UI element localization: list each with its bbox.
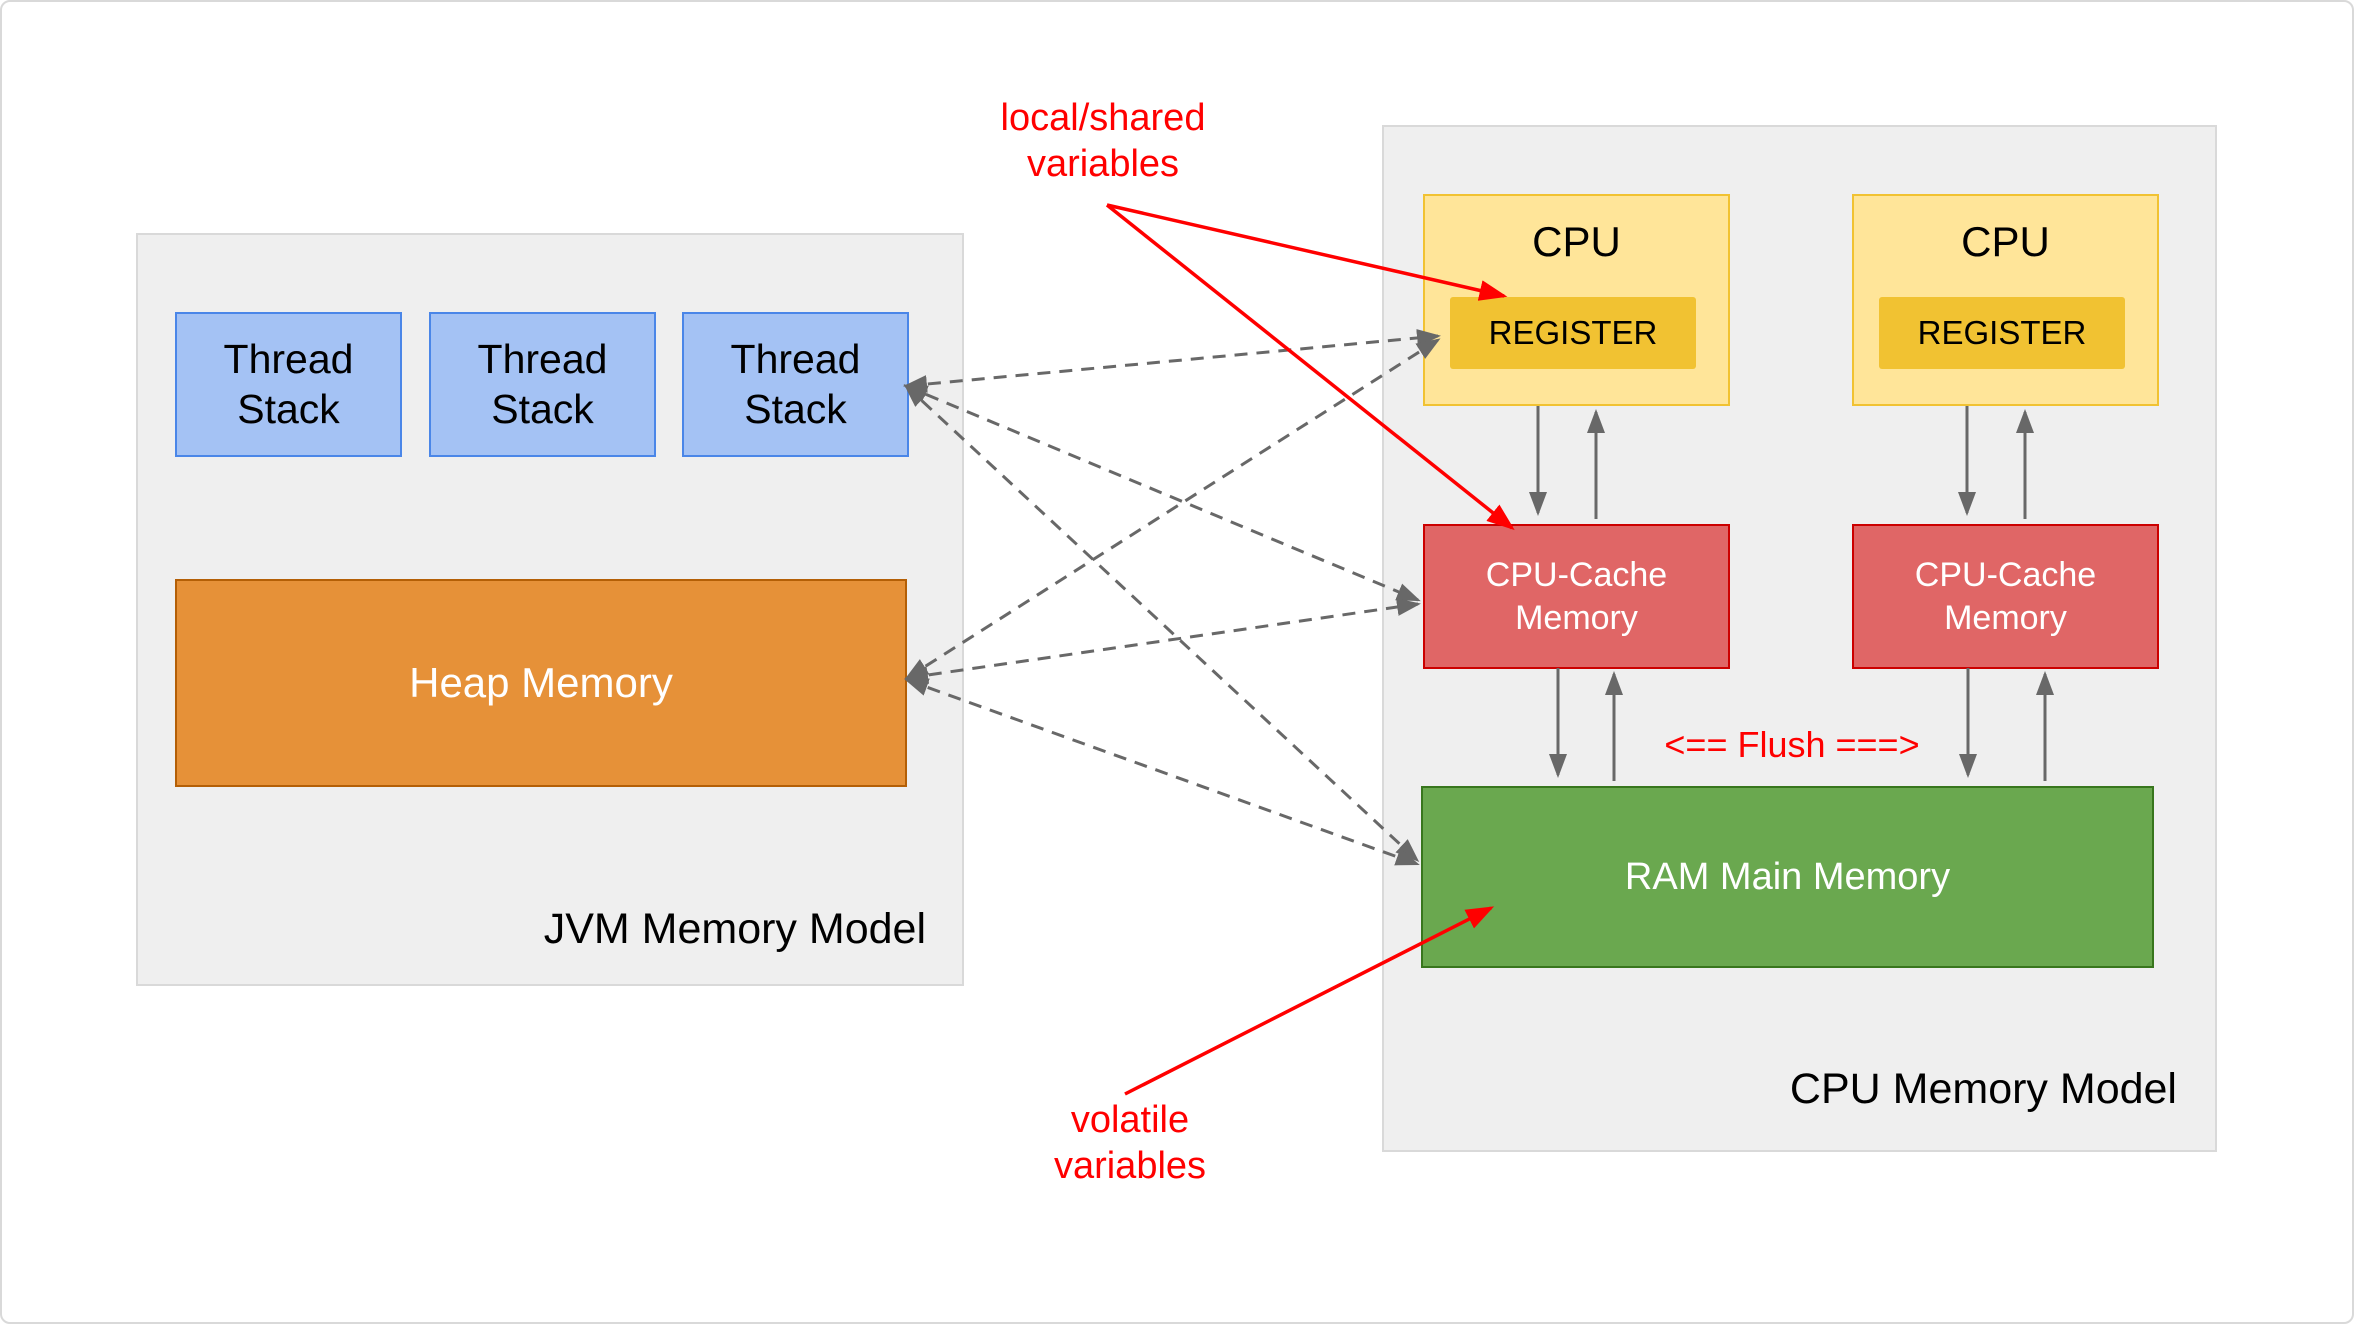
- dashed-arrow-threadstack-ram: [903, 383, 1420, 863]
- cpu-label: CPU: [1532, 218, 1621, 265]
- dashed-arrow-threadstack-register: [903, 329, 1441, 393]
- cpu-panel-title: CPU Memory Model: [1789, 1065, 2177, 1113]
- thread-stack-label: Thread Stack: [223, 336, 354, 432]
- local-shared-variables-note: local/shared variables: [942, 96, 1264, 187]
- heap-memory-label: Heap Memory: [409, 659, 673, 706]
- cpu-box-2: CPU REGISTER: [1852, 194, 2159, 406]
- cpu-label: CPU: [1961, 218, 2050, 265]
- dashed-arrow-heap-cache: [904, 598, 1421, 684]
- dashed-arrow-threadstack-cache: [903, 384, 1421, 602]
- flush-note: <== Flush ===>: [1664, 724, 1920, 765]
- cpu-cache-memory-box-1: CPU-Cache Memory: [1423, 524, 1730, 669]
- register-box-2: REGISTER: [1879, 297, 2125, 369]
- dashed-arrow-heap-ram: [904, 678, 1420, 866]
- ram-main-memory-box: RAM Main Memory: [1421, 786, 2154, 968]
- register-label: REGISTER: [1488, 314, 1658, 351]
- thread-stack-label: Thread Stack: [730, 336, 861, 432]
- volatile-variables-note: volatile variables: [1053, 1099, 1207, 1187]
- ram-main-memory-label: RAM Main Memory: [1624, 855, 1951, 898]
- thread-stack-box-2: Thread Stack: [429, 312, 656, 457]
- thread-stack-box-1: Thread Stack: [175, 312, 402, 457]
- cpu-box-1: CPU REGISTER: [1423, 194, 1730, 406]
- cpu-memory-model-panel: CPU REGISTER CPU REGISTER CPU-Cache Memo…: [1382, 125, 2217, 1152]
- thread-stack-box-3: Thread Stack: [682, 312, 909, 457]
- jvm-panel-title: JVM Memory Model: [543, 905, 926, 953]
- dashed-arrow-heap-register: [904, 338, 1441, 680]
- cpu-cache-memory-label: CPU-Cache Memory: [1485, 556, 1668, 637]
- local-shared-variables-line1: local/shared: [1000, 97, 1206, 139]
- jvm-memory-model-panel: Thread Stack Thread Stack Thread Stack H…: [136, 233, 964, 986]
- cpu-cache-memory-box-2: CPU-Cache Memory: [1852, 524, 2159, 669]
- cpu-cache-memory-label: CPU-Cache Memory: [1914, 556, 2097, 637]
- register-label: REGISTER: [1917, 314, 2087, 351]
- heap-memory-box: Heap Memory: [175, 579, 907, 787]
- thread-stack-label: Thread Stack: [477, 336, 608, 432]
- register-box-1: REGISTER: [1450, 297, 1696, 369]
- local-shared-variables-line2: variables: [1026, 142, 1180, 185]
